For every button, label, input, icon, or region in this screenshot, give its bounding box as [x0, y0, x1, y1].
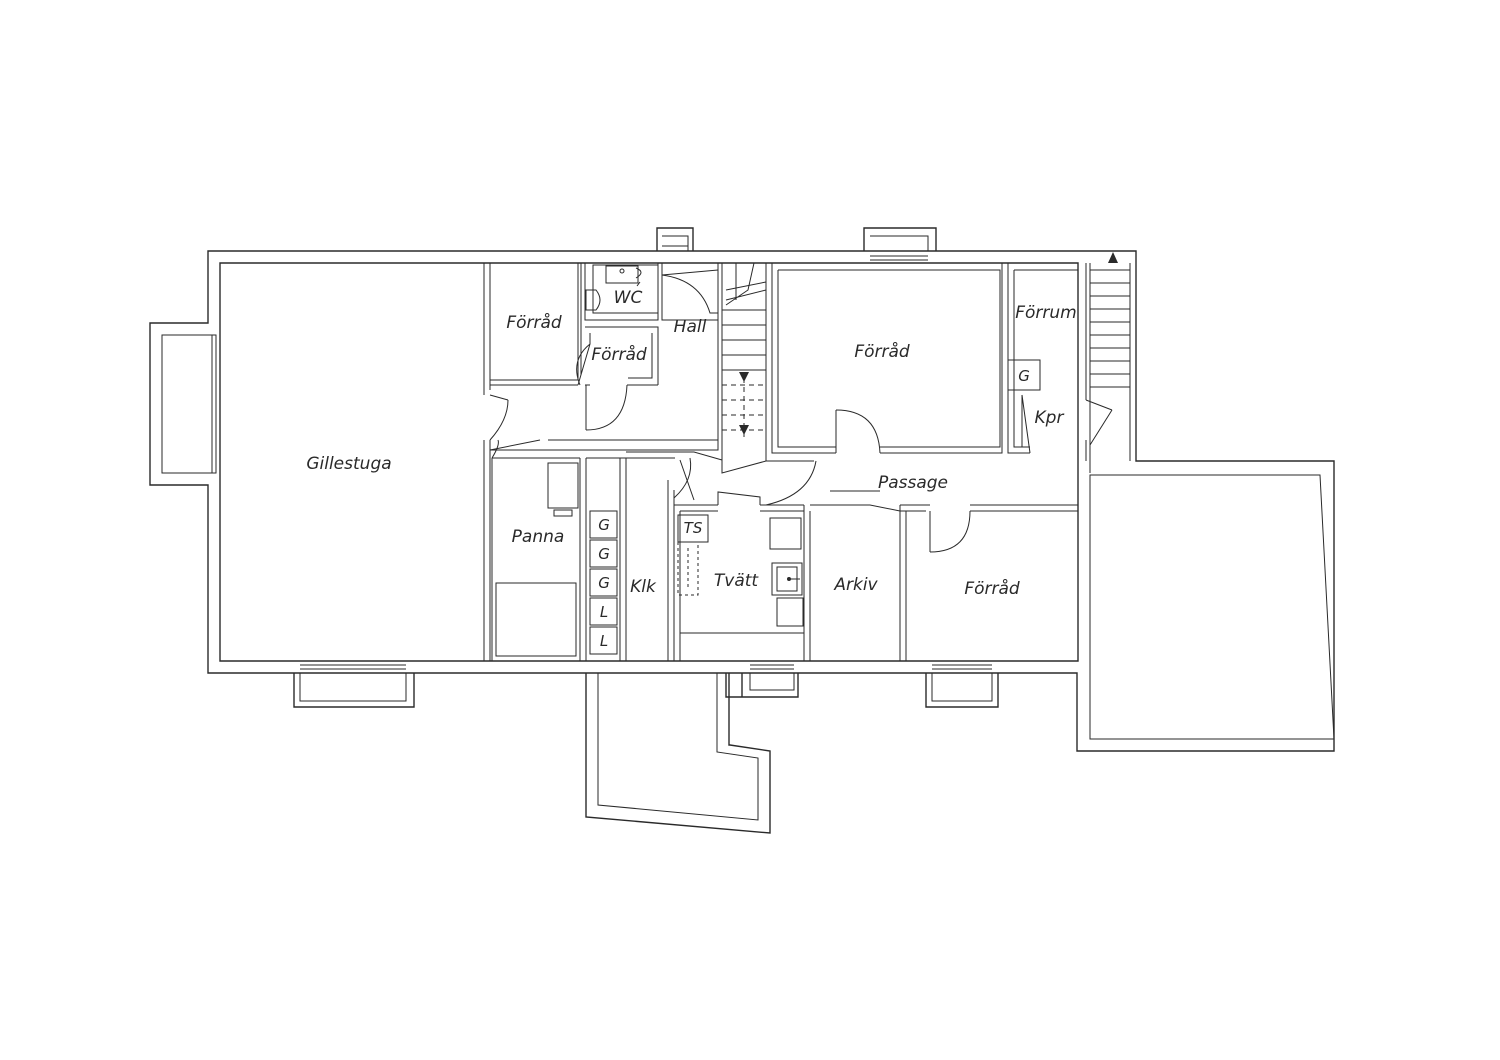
label-arkiv: Arkiv [833, 575, 878, 595]
label-hall: Hall [674, 317, 707, 337]
doors [489, 269, 1113, 553]
label-kpr: Kpr [1035, 408, 1065, 428]
label-forrad-3: Förråd [854, 341, 910, 362]
storage-box-label: G [598, 574, 610, 592]
label-forrad-1: Förråd [506, 312, 562, 333]
boiler-room-fixtures [495, 462, 579, 657]
label-ts: TS [684, 519, 703, 537]
storage-box-label: L [600, 632, 608, 650]
marker-labels: TS G G G G L L [598, 367, 1030, 650]
label-tvatt: Tvätt [714, 571, 760, 591]
laundry-fixtures [677, 514, 804, 627]
stairs-center [722, 262, 767, 440]
room-labels: Gillestuga Förråd Förråd WC Hall Förråd … [306, 288, 1076, 599]
label-panna: Panna [512, 527, 565, 547]
storage-box-label: G [598, 516, 610, 534]
label-passage: Passage [878, 473, 948, 493]
storage-box-label: G [598, 545, 610, 563]
outdoor-areas [585, 461, 1335, 834]
stairs-right [1090, 252, 1130, 388]
label-forrad-4: Förråd [964, 578, 1020, 599]
label-forrum: Förrum [1015, 303, 1077, 323]
label-klk: Klk [630, 577, 657, 597]
storage-box-label: L [600, 603, 608, 621]
window-wells [293, 227, 999, 708]
storage-boxes [589, 510, 618, 655]
interior-walls [483, 262, 1137, 662]
wc-fixtures [585, 265, 642, 311]
label-g-kpr: G [1018, 367, 1030, 385]
label-forrad-2: Förråd [591, 344, 647, 365]
label-wc: WC [614, 288, 643, 308]
label-gillestuga: Gillestuga [306, 454, 391, 474]
